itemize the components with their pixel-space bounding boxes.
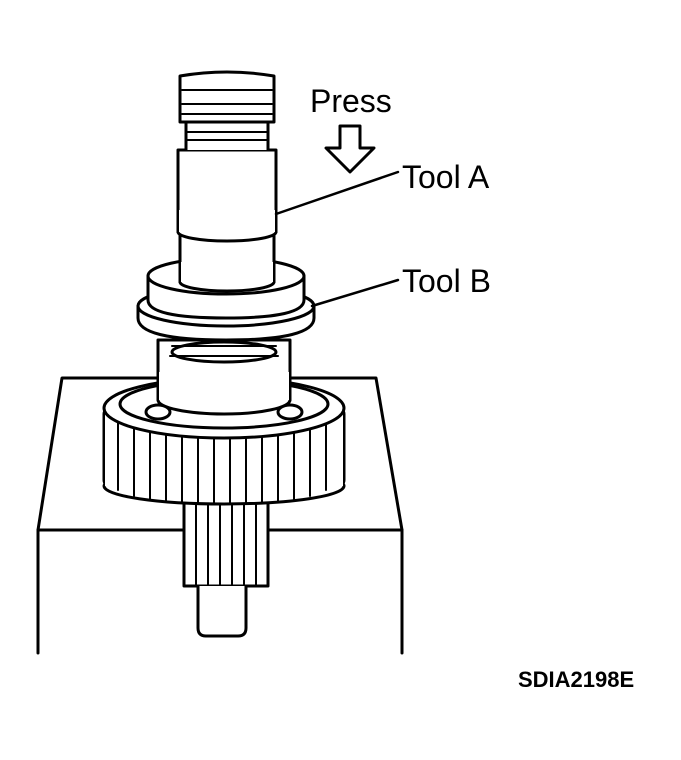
gear-hole-right bbox=[276, 403, 304, 421]
tool-a-leader-line bbox=[274, 170, 400, 216]
press-label: Press bbox=[310, 83, 392, 119]
tool-a-label: Tool A bbox=[402, 159, 490, 195]
gear-hole-left bbox=[144, 403, 172, 421]
press-arrow-icon bbox=[324, 124, 376, 174]
tool-b-leader-line bbox=[310, 278, 400, 308]
figure-code: SDIA2198E bbox=[518, 667, 634, 692]
tool-a bbox=[176, 70, 278, 293]
bearing bbox=[156, 338, 292, 416]
tool-b-label: Tool B bbox=[402, 263, 491, 299]
